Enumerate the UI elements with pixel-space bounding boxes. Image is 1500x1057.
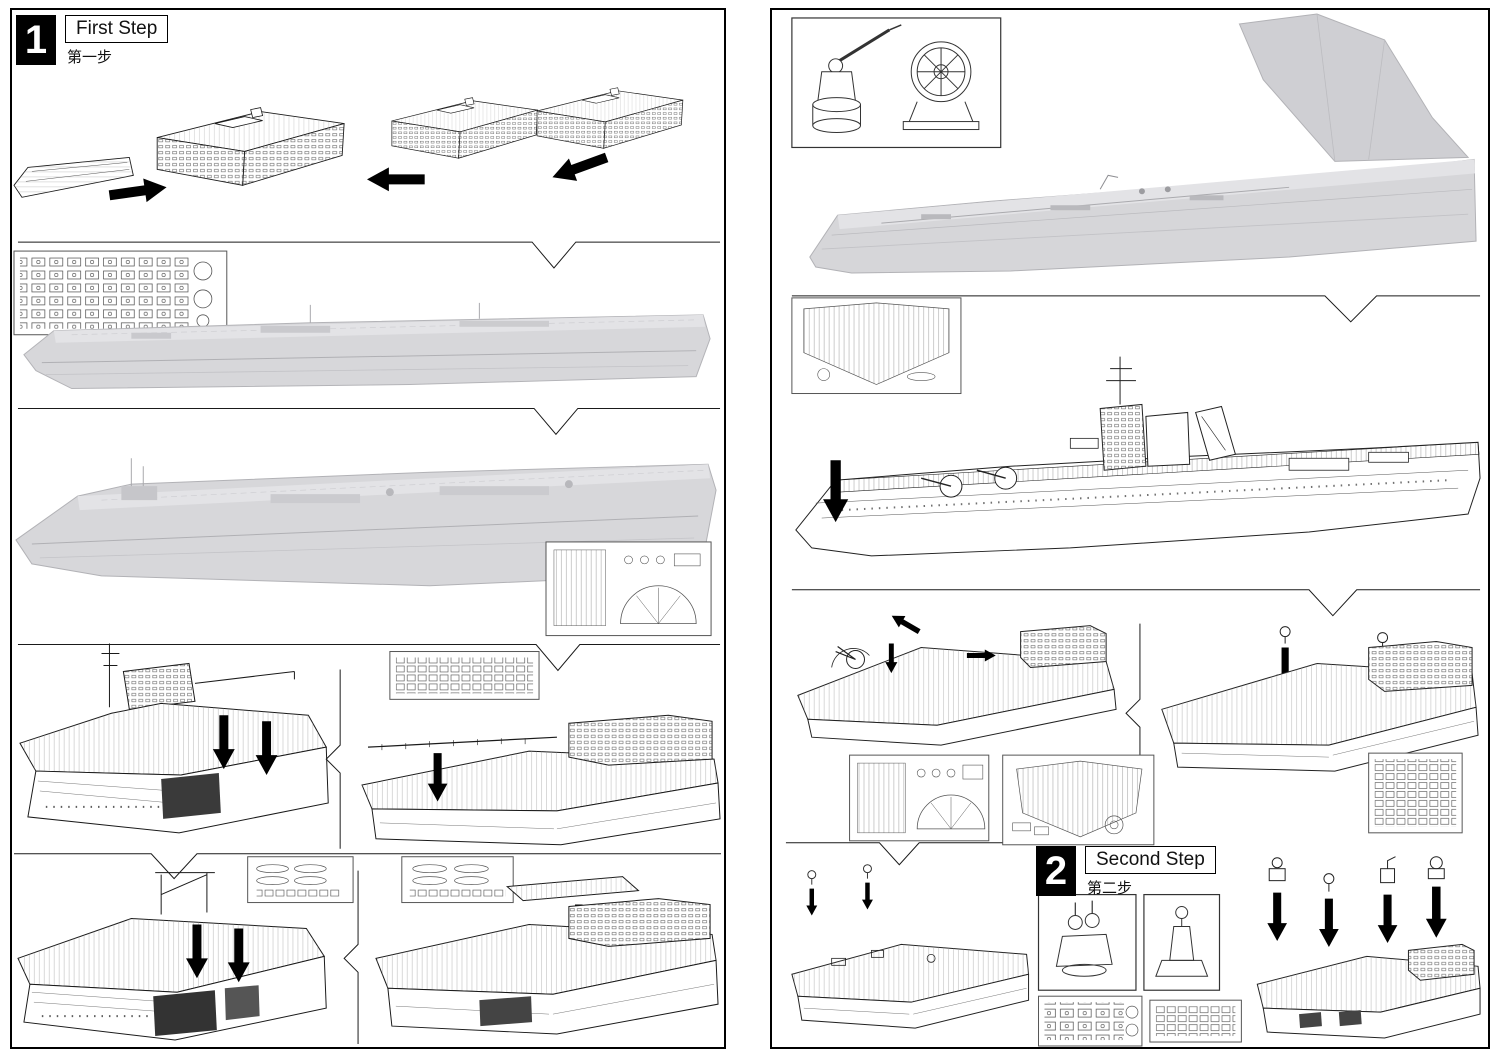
crane-part-icon xyxy=(1427,856,1445,880)
bow-deck-section-line-art xyxy=(797,610,1117,746)
step-2-title-en: Second Step xyxy=(1085,846,1216,874)
deck-section-line-art-2 xyxy=(1161,626,1479,772)
assembly-arrow-left xyxy=(367,167,425,192)
hull-render-side-view-1 xyxy=(23,302,711,390)
winch-part-icon xyxy=(1268,857,1286,882)
assembly-arrow-down xyxy=(861,882,873,910)
superstructure-part-d xyxy=(536,87,684,149)
step-1-title-en: First Step xyxy=(65,15,169,43)
hull-render-side-view-2 xyxy=(15,458,717,587)
gun-part-drawing xyxy=(812,24,902,134)
section-divider xyxy=(17,241,721,269)
page-1: 1 First Step 第一步 xyxy=(10,8,726,1049)
assembly-arrow-down xyxy=(1425,886,1447,938)
step-1-number-badge: 1 xyxy=(16,15,56,65)
step-1-title-zh: 第一步 xyxy=(67,49,113,66)
section-divider xyxy=(13,853,722,880)
photo-etch-deck-sheet-2 xyxy=(791,297,962,395)
superstructure-part-b xyxy=(156,107,345,186)
photo-etch-boats-strip-2 xyxy=(401,856,514,904)
photo-etch-strip-3 xyxy=(1149,999,1242,1043)
assembly-arrow-down xyxy=(806,888,818,916)
step-2-header: 2 Second Step 第二步 xyxy=(1036,846,1216,898)
bollard-part-icon xyxy=(1323,873,1335,892)
photo-etch-strip xyxy=(389,651,540,700)
assembly-arrow-down xyxy=(1267,892,1288,942)
deck-section-line-art xyxy=(375,876,719,1035)
section-divider xyxy=(785,842,1023,866)
section-divider xyxy=(17,644,721,672)
photo-etch-sheet xyxy=(13,250,228,336)
page-1-artwork xyxy=(13,87,722,1045)
warship-line-art-main xyxy=(795,356,1481,557)
panel-zigzag-divider xyxy=(343,870,359,1045)
step1-parts-sequence xyxy=(13,87,684,208)
assembly-arrow-right xyxy=(107,175,169,208)
step-2-number-badge: 2 xyxy=(1036,846,1076,896)
photo-etch-sheet-parts xyxy=(1002,754,1155,846)
section-divider xyxy=(17,407,721,436)
small-parts-cluster xyxy=(806,864,873,916)
page-2-artwork xyxy=(785,13,1481,1047)
page-2: 2 Second Step 第二步 xyxy=(770,8,1490,1049)
step-2-title-zh: 第二步 xyxy=(1087,880,1133,897)
davit-part-icon xyxy=(1380,856,1396,884)
bow-section-crane-line-art xyxy=(17,872,327,1041)
assembly-arrow-down xyxy=(1377,894,1398,944)
assembly-arrow-down xyxy=(1319,898,1339,947)
parts-detail-box-2 xyxy=(1037,893,1137,991)
assembly-arrow-left-down xyxy=(548,146,611,189)
photo-etch-fan-sheet xyxy=(849,754,990,842)
deck-strip-line-art xyxy=(791,943,1030,1029)
cable-reel-part-drawing xyxy=(902,41,980,131)
photo-etch-strip-2 xyxy=(1038,995,1143,1047)
deck-part-small xyxy=(13,156,134,198)
panel-zigzag-divider xyxy=(325,669,341,849)
step-2-titles: Second Step 第二步 xyxy=(1085,846,1216,898)
photo-etch-deck-sheet xyxy=(545,541,712,637)
section-divider xyxy=(791,589,1481,617)
panel-zigzag-divider xyxy=(1125,623,1141,776)
parts-detail-box-3 xyxy=(1143,893,1221,991)
photo-etch-sheet-small xyxy=(1368,752,1463,834)
step-1-header: 1 First Step 第一步 xyxy=(16,15,169,67)
step-1-titles: First Step 第一步 xyxy=(65,15,169,67)
bow-section-line-art xyxy=(19,643,329,834)
parts-detail-box xyxy=(791,17,1002,149)
midship-section-line-art xyxy=(361,714,721,846)
section-divider xyxy=(791,295,1481,323)
photo-etch-boats-strip xyxy=(247,856,354,904)
fittings-assembly xyxy=(1256,856,1481,1039)
hull-render-quarter-view xyxy=(809,13,1477,274)
superstructure-part-c xyxy=(391,97,539,159)
assembly-arrow-up-left xyxy=(888,610,923,638)
